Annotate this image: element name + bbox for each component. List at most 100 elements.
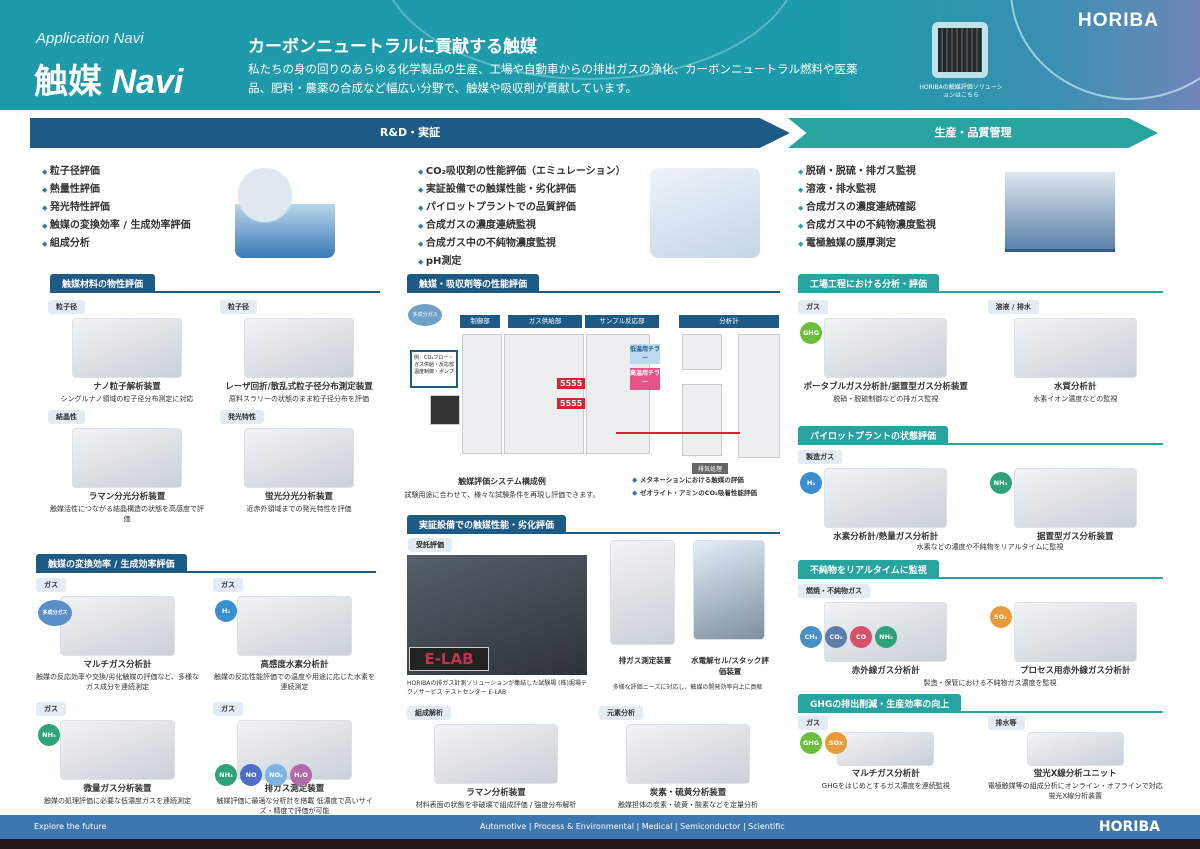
gas-chip-icon: CO	[850, 626, 872, 648]
product-image	[237, 596, 352, 656]
product-image	[433, 724, 559, 784]
product-name: 排ガス測定装置	[618, 656, 672, 665]
section-header: GHGの排出削減・生産効率の向上	[798, 692, 1163, 713]
control-cabinet	[462, 334, 502, 454]
product-card[interactable]: 粒子径レーザ回折/散乱式粒子径分布測定装置原料スラリーの状態のまま粒子径分布を評…	[220, 300, 378, 404]
section-header: 触媒・吸収剤等の性能評価	[407, 272, 780, 293]
mfc-display: 5555	[557, 378, 586, 389]
diagram-label: ガス供給部	[508, 315, 582, 328]
product-name: 赤外線ガス分析計	[851, 666, 920, 676]
section-header: 不純物をリアルタイムに監視	[798, 558, 1163, 579]
phase-rd: R&D・実証	[30, 118, 790, 148]
product-image	[693, 540, 765, 640]
gas-chips: H₂	[800, 472, 822, 494]
right-bullets: 脱硝・脱硫・排ガス監視溶液・排水監視合成ガスの濃度連続確認合成ガス中の不純物濃度…	[798, 163, 936, 253]
product-description: 触媒の処理評価に必要な低濃度ガスを連続測定	[44, 797, 191, 805]
gas-chips: SO₂	[989, 606, 1012, 628]
product-card[interactable]: 排水等蛍光X線分析ユニット電極触媒等の組成分析にオンライン・オフラインで対応蛍光…	[987, 716, 1164, 801]
title-en: Navi	[111, 63, 184, 101]
tag-label: 製造ガス	[798, 450, 842, 464]
bullet-item: 溶液・排水監視	[798, 181, 936, 199]
product-name: 水電解セル/スタック評価装置	[691, 656, 769, 676]
qr-code[interactable]	[932, 22, 988, 78]
gas-chip-icon: NO	[240, 764, 262, 786]
gas-chips: GHG	[800, 322, 822, 344]
product-card[interactable]: 溶液 / 排水水質分析計水素イオン濃度などの監視	[987, 300, 1164, 404]
elab-caption: HORIBAの排ガス計測ソリューションが集結した試験場 (株)堀場テクノサービス…	[407, 680, 587, 696]
bullet-item: ゼオライト・アミンのCO₂吸着性能評価	[632, 487, 757, 500]
gas-chip-icon: CH₄	[800, 626, 822, 648]
section-header: 工場工程における分析・評価	[798, 272, 1163, 293]
product-name: レーザ回折/散乱式粒子径分布測定装置	[225, 382, 373, 392]
product-image	[243, 318, 355, 378]
bullet-item: 脱硝・脱硫・排ガス監視	[798, 163, 936, 181]
section-header: 触媒の変換効率 / 生成効率評価	[36, 552, 376, 573]
tag-label: 排水等	[987, 716, 1025, 730]
product-card[interactable]: 発光特性蛍光分光分析装置近赤外領域までの発光特性を評価	[220, 410, 378, 524]
gas-chip-icon: NO₂	[265, 764, 287, 786]
product-card[interactable]: 粒子径ナノ粒子解析装置シングルナノ領域の粒子径分布測定に対応	[48, 300, 206, 404]
product-image	[1026, 732, 1124, 766]
product-name: マルチガス分析計	[83, 660, 152, 670]
gas-chip-icon: 多成分ガス	[38, 600, 72, 626]
mfc-display: 5555	[557, 398, 586, 409]
product-name: 炭素・硫黄分析装置	[649, 788, 727, 798]
diagram-caption-title: 触媒評価システム構成例	[458, 477, 546, 486]
app-subtitle: Application Navi	[36, 30, 144, 47]
diagram-caption: 試験用途に合わせて、様々な試験条件を再現し評価できます。	[404, 491, 600, 499]
bullet-item: 合成ガスの濃度連続監視	[418, 217, 626, 235]
app-title: 触媒 Navi	[34, 54, 183, 103]
analyzer	[682, 334, 722, 370]
product-description: 原料スラリーの状態のまま粒子径分布を評価	[229, 395, 369, 403]
tag-label: ガス	[213, 578, 243, 592]
product-image	[60, 596, 175, 656]
product-image	[71, 428, 183, 488]
product-name: 蛍光分光分析装置	[264, 492, 333, 502]
gas-chip-icon: NH₃	[38, 724, 60, 746]
bullet-item: 合成ガス中の不純物濃度監視	[418, 235, 626, 253]
bullet-item: 組成分析	[42, 235, 190, 253]
section-title: 工場工程における分析・評価	[798, 274, 940, 293]
product-extra: 蛍光X線分析装置	[1048, 792, 1103, 800]
gas-chip-icon: NH₃	[875, 626, 897, 648]
low-temp-chiller: 低温用チラー	[630, 344, 661, 364]
gas-chip-icon: NH₃	[989, 472, 1012, 494]
section-caption: 水素などの濃度や不純物をリアルタイムに監視	[916, 543, 1064, 551]
product-description: GHGをはじめとするガス濃度を連続監視	[821, 782, 950, 790]
product-card[interactable]: 元素分析炭素・硫黄分析装置触媒担体の炭素・硫黄・酸素などを定量分析	[599, 706, 777, 810]
product-card[interactable]: ガス多成分ガスマルチガス分析計触媒の反応効率や交換/劣化触媒の評価など、多様なガ…	[36, 578, 199, 692]
gas-chip-icon: SO₂	[989, 606, 1012, 628]
product-card[interactable]: 結晶性ラマン分光分析装置触媒活性につながる結晶構造の状態を高感度で評価	[48, 410, 206, 524]
product-card[interactable]: 組成解析ラマン分析装置材料表面の状態を非破壊で組成評価 / 強度分布解析	[407, 706, 585, 810]
gas-chip-icon: NH₃	[215, 764, 237, 786]
section-header: パイロットプラントの状態評価	[798, 424, 1163, 445]
products-caption: 多様な評価ニーズに対応し、触媒の開発効率向上に貢献	[612, 684, 763, 691]
headline: カーボンニュートラルに貢献する触媒	[248, 37, 537, 57]
product-image	[1013, 318, 1137, 378]
tag-label: 組成解析	[407, 706, 451, 720]
horiba-logo: HORIBA	[1078, 10, 1159, 31]
product-name: ナノ粒子解析装置	[93, 382, 161, 392]
product-image	[60, 720, 175, 780]
product-description: 触媒の反応効率や交換/劣化触媒の評価など、多様なガス成分を連続測定	[36, 673, 200, 691]
qr-caption: HORIBAの触媒評価ソリューションはこちら	[919, 84, 1003, 99]
section-title: パイロットプラントの状態評価	[798, 426, 949, 445]
exhaust-label: 排気処理	[692, 463, 729, 474]
section-title: 触媒・吸収剤等の性能評価	[407, 274, 540, 293]
tag-label: 発光特性	[220, 410, 264, 424]
bullet-item: 粒子径評価	[42, 163, 190, 181]
